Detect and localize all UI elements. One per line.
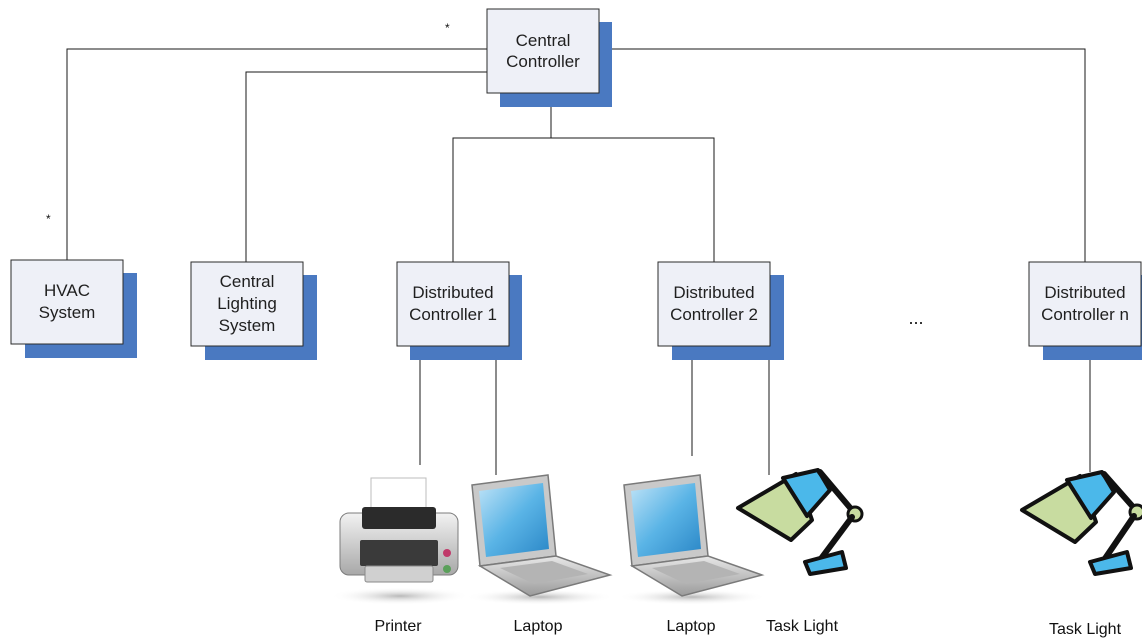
asterisk-mark: * bbox=[46, 212, 51, 226]
distributed-controller-n-node: Distributed Controller n bbox=[1028, 261, 1142, 360]
node-box bbox=[657, 261, 771, 347]
node-label-line: Controller bbox=[506, 52, 580, 71]
central-lighting-system-node: Central Lighting System bbox=[190, 261, 317, 360]
desk-lamp-icon bbox=[1020, 470, 1142, 576]
node-label-line: HVAC bbox=[44, 281, 90, 300]
node-label-line: Controller n bbox=[1041, 305, 1129, 324]
hvac-system-node: HVAC System bbox=[10, 259, 137, 358]
task-light-2-label: Task Light bbox=[1049, 621, 1122, 638]
link-central-dcn bbox=[599, 48, 1086, 262]
printer-icon bbox=[330, 477, 470, 605]
laptop-icon bbox=[617, 474, 767, 605]
node-box bbox=[396, 261, 510, 347]
node-label-line: Central bbox=[220, 272, 275, 291]
task-light-1-label: Task Light bbox=[766, 618, 839, 635]
node-label-line: Central bbox=[516, 31, 571, 50]
node-box bbox=[1028, 261, 1142, 347]
node-label-line: Distributed bbox=[412, 283, 493, 302]
distributed-controller-1-node: Distributed Controller 1 bbox=[396, 261, 522, 360]
link-branch-dc1-dc2 bbox=[452, 137, 715, 262]
link-central-hvac bbox=[66, 48, 487, 260]
node-label-line: Controller 2 bbox=[670, 305, 758, 324]
ellipsis: ... bbox=[908, 308, 923, 328]
node-label-line: Controller 1 bbox=[409, 305, 497, 324]
asterisk-mark: * bbox=[445, 21, 450, 35]
laptop-2-label: Laptop bbox=[667, 618, 716, 635]
central-controller-node: Central Controller bbox=[486, 8, 612, 107]
node-label-line: Distributed bbox=[673, 283, 754, 302]
node-label-line: System bbox=[219, 316, 276, 335]
node-box bbox=[10, 259, 124, 345]
node-box bbox=[486, 8, 600, 94]
node-label-line: Distributed bbox=[1044, 283, 1125, 302]
laptop-icon bbox=[465, 474, 615, 605]
laptop-1-label: Laptop bbox=[514, 618, 563, 635]
link-central-lighting bbox=[245, 71, 487, 262]
node-label-line: Lighting bbox=[217, 294, 277, 313]
distributed-controller-2-node: Distributed Controller 2 bbox=[657, 261, 784, 360]
desk-lamp-icon bbox=[736, 468, 864, 576]
node-box bbox=[190, 261, 304, 347]
printer-label: Printer bbox=[374, 618, 422, 635]
connector-lines bbox=[66, 48, 1091, 475]
node-label-line: System bbox=[39, 303, 96, 322]
